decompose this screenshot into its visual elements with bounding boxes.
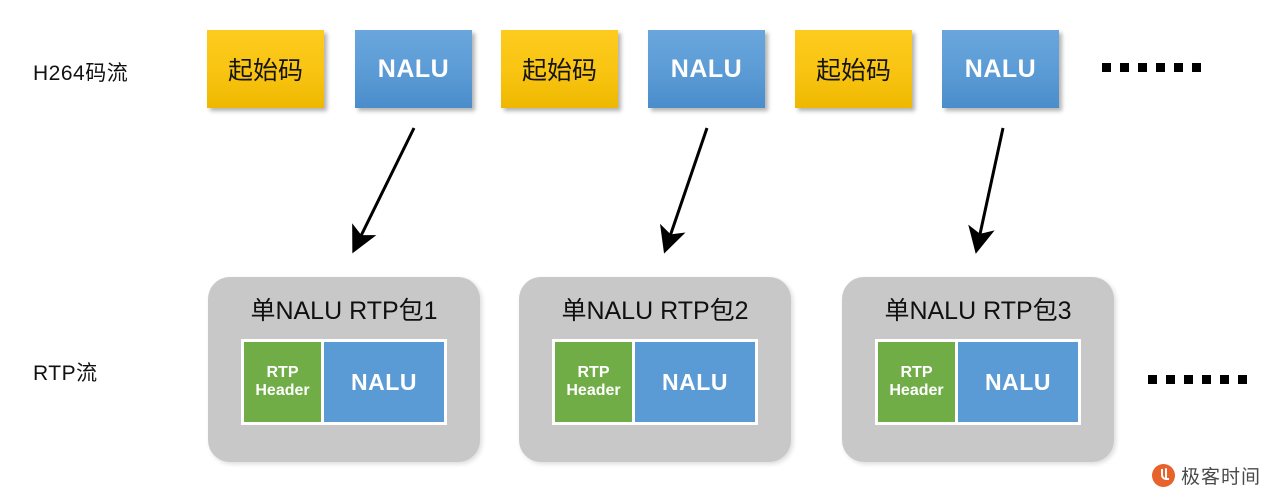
rtp-packet-title: 单NALU RTP包3	[884, 297, 1072, 325]
h264-block-label: NALU	[670, 54, 743, 83]
rtp-packet-fields: RTP Header NALU	[875, 339, 1081, 425]
h264-block-label: 起始码	[815, 57, 891, 85]
rtp-stream-continuation-dots	[1148, 375, 1247, 384]
rtp-packet-title: 单NALU RTP包2	[561, 297, 749, 325]
geektime-logo-icon	[1152, 464, 1175, 487]
h264-block-start-code-3: 起始码	[795, 30, 912, 108]
h264-stream-continuation-dots	[1102, 63, 1201, 72]
rtp-payload-label: NALU	[662, 368, 728, 395]
rtp-packet-fields: RTP Header NALU	[552, 339, 758, 425]
rtp-header-line-1: RTP	[266, 363, 299, 381]
rtp-payload-label: NALU	[351, 368, 417, 395]
rtp-packet-fields: RTP Header NALU	[241, 339, 447, 425]
rtp-payload-label: NALU	[985, 368, 1051, 395]
rtp-header-field: RTP Header	[244, 342, 324, 422]
arrow-nalu-3-to-packet-3	[968, 127, 1005, 254]
rtp-header-field: RTP Header	[878, 342, 958, 422]
h264-block-label: 起始码	[227, 57, 303, 85]
rtp-packet-title: 单NALU RTP包1	[250, 297, 438, 325]
rtp-header-line-1: RTP	[900, 363, 933, 381]
watermark: 极客时间	[1152, 462, 1261, 489]
rtp-payload-field: NALU	[958, 342, 1078, 422]
h264-block-start-code-2: 起始码	[501, 30, 618, 108]
rtp-header-line-2: Header	[566, 382, 621, 399]
h264-block-label: NALU	[377, 54, 450, 83]
watermark-label: 极客时间	[1181, 467, 1262, 488]
h264-block-label: NALU	[964, 54, 1037, 83]
rtp-payload-field: NALU	[635, 342, 755, 422]
rtp-packet-1: 单NALU RTP包1 RTP Header NALU	[208, 277, 480, 462]
h264-block-nalu-3: NALU	[942, 30, 1059, 108]
rtp-stream-row-label: RTP流	[33, 362, 98, 385]
rtp-header-line-2: Header	[889, 382, 944, 399]
rtp-payload-field: NALU	[324, 342, 444, 422]
rtp-header-line-1: RTP	[577, 363, 610, 381]
rtp-header-field: RTP Header	[555, 342, 635, 422]
h264-block-label: 起始码	[521, 57, 597, 85]
h264-block-start-code-1: 起始码	[207, 30, 324, 108]
h264-block-nalu-1: NALU	[355, 30, 472, 108]
h264-stream-row-label: H264码流	[33, 62, 129, 85]
rtp-packet-2: 单NALU RTP包2 RTP Header NALU	[519, 277, 791, 462]
h264-block-nalu-2: NALU	[648, 30, 765, 108]
arrow-nalu-2-to-packet-2	[660, 127, 709, 254]
rtp-packet-3: 单NALU RTP包3 RTP Header NALU	[842, 277, 1114, 462]
arrow-nalu-1-to-packet-1	[352, 127, 416, 254]
rtp-header-line-2: Header	[255, 382, 310, 399]
